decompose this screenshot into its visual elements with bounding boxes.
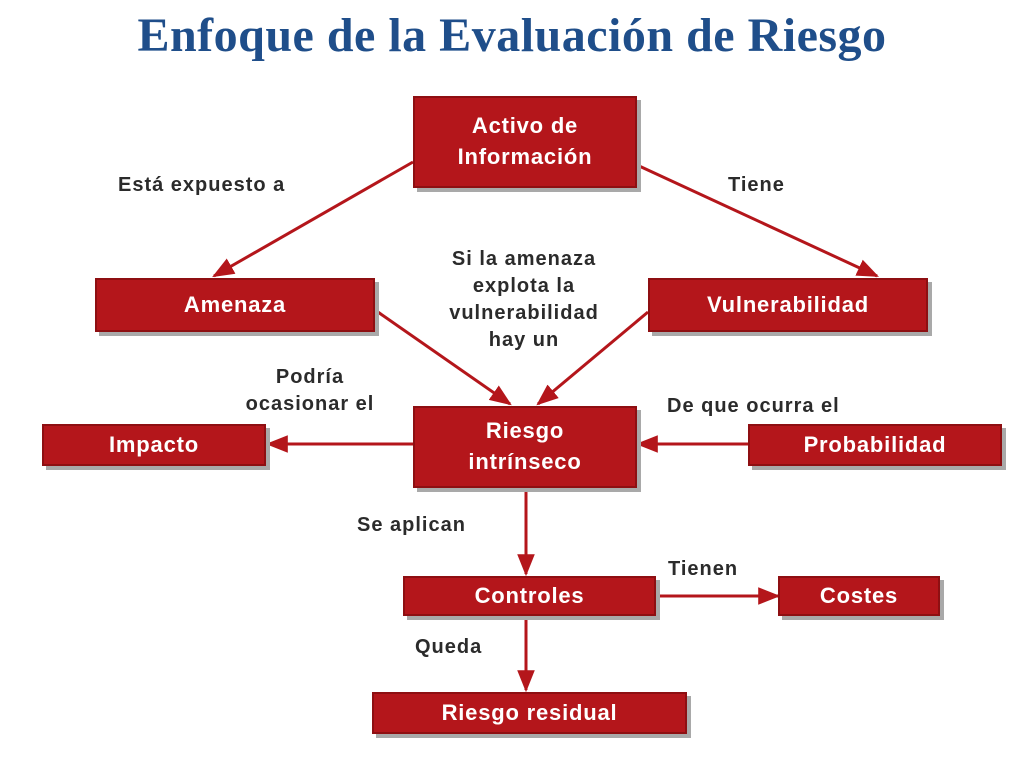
- node-amenaza: Amenaza: [95, 278, 375, 332]
- label-esta-expuesto: Está expuesto a: [118, 174, 286, 196]
- node-activo-informacion: Activo de Información: [413, 96, 637, 188]
- node-riesgo-residual: Riesgo residual: [372, 692, 687, 734]
- label-podria-ocasionar: Podría ocasionar el: [245, 366, 375, 415]
- edge-activo-amenaza: [212, 160, 414, 278]
- node-riesgo-intrinseco: Riesgo intrínseco: [413, 406, 637, 488]
- label-tiene: Tiene: [728, 174, 785, 196]
- edge-amenaza-riesgo: [374, 308, 512, 406]
- node-impacto: Impacto: [42, 424, 266, 466]
- page-title: Enfoque de la Evaluación de Riesgo: [137, 9, 887, 62]
- edge-activo-vulnerabilidad: [636, 163, 879, 278]
- label-se-aplican: Se aplican: [357, 514, 466, 536]
- label-queda: Queda: [415, 636, 483, 658]
- node-costes: Costes: [778, 576, 940, 616]
- label-tienen: Tienen: [668, 558, 739, 580]
- edge-vulnerabilidad-riesgo: [536, 310, 649, 406]
- label-si-la-amenaza: Si la amenaza explota la vulnerabilidad …: [449, 248, 599, 351]
- node-vulnerabilidad: Vulnerabilidad: [648, 278, 928, 332]
- node-probabilidad: Probabilidad: [748, 424, 1002, 466]
- node-controles: Controles: [403, 576, 656, 616]
- label-de-que-ocurra: De que ocurra el: [667, 395, 840, 417]
